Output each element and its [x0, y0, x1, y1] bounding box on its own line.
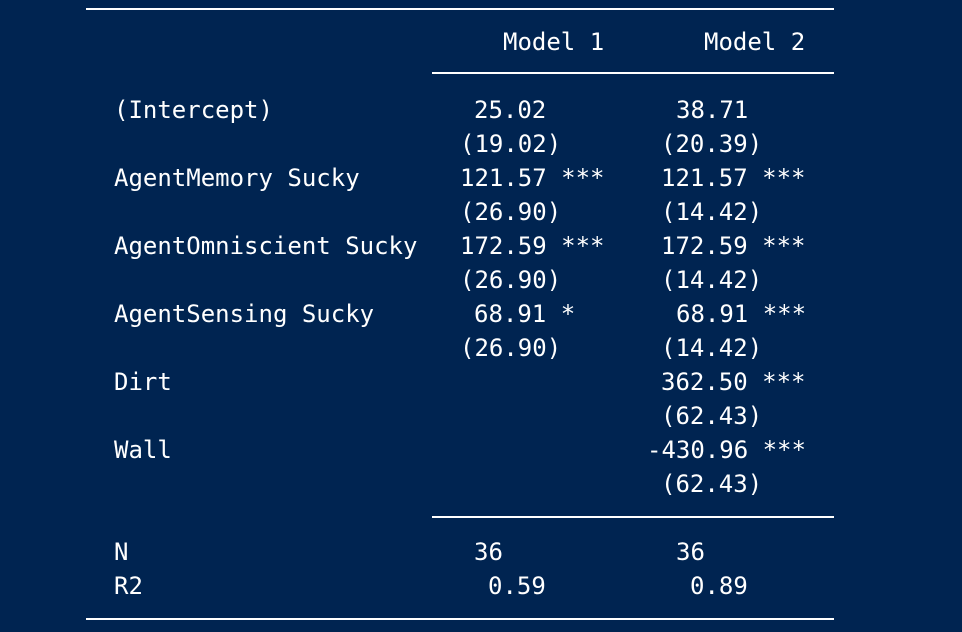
row-label: (Intercept): [114, 96, 273, 124]
body-bottom-rule: [432, 516, 834, 518]
cell-model2: 362.50 ***: [661, 368, 806, 396]
cell-model1: 121.57 ***: [460, 164, 605, 192]
cell-model1: 172.59 ***: [460, 232, 605, 260]
cell-model2: 68.91 ***: [676, 300, 807, 328]
cell-model2: (14.42): [661, 266, 763, 294]
cell-model1: 25.02: [474, 96, 547, 124]
cell-model1: (19.02): [460, 130, 562, 158]
cell-model2: (20.39): [661, 130, 763, 158]
top-rule: [86, 8, 834, 10]
stat-label-r2: R2: [114, 572, 143, 600]
row-label: Wall: [114, 436, 172, 464]
row-label: AgentSensing Sucky: [114, 300, 375, 328]
cell-model1: (26.90): [460, 266, 562, 294]
row-label: Dirt: [114, 368, 172, 396]
bottom-rule: [86, 618, 834, 620]
cell-model2: (14.42): [661, 198, 763, 226]
stat-r2-model2: 0.89: [690, 572, 748, 600]
cell-model2: (62.43): [661, 470, 763, 498]
cell-model2: (14.42): [661, 334, 763, 362]
cell-model1: 68.91 *: [474, 300, 576, 328]
cell-model2: 172.59 ***: [661, 232, 806, 260]
row-label: AgentMemory Sucky: [114, 164, 360, 192]
header-rule: [432, 72, 834, 74]
row-label: AgentOmniscient Sucky: [114, 232, 418, 260]
stat-r2-model1: 0.59: [488, 572, 546, 600]
cell-model1: (26.90): [460, 198, 562, 226]
cell-model2: 121.57 ***: [661, 164, 806, 192]
header-model-2: Model 2: [704, 28, 806, 56]
header-model-1: Model 1: [503, 28, 605, 56]
cell-model2: (62.43): [661, 402, 763, 430]
stat-n-model2: 36: [676, 538, 705, 566]
cell-model2: 38.71: [676, 96, 749, 124]
cell-model1: (26.90): [460, 334, 562, 362]
stat-n-model1: 36: [474, 538, 503, 566]
stat-label-n: N: [114, 538, 129, 566]
cell-model2: -430.96 ***: [647, 436, 806, 464]
